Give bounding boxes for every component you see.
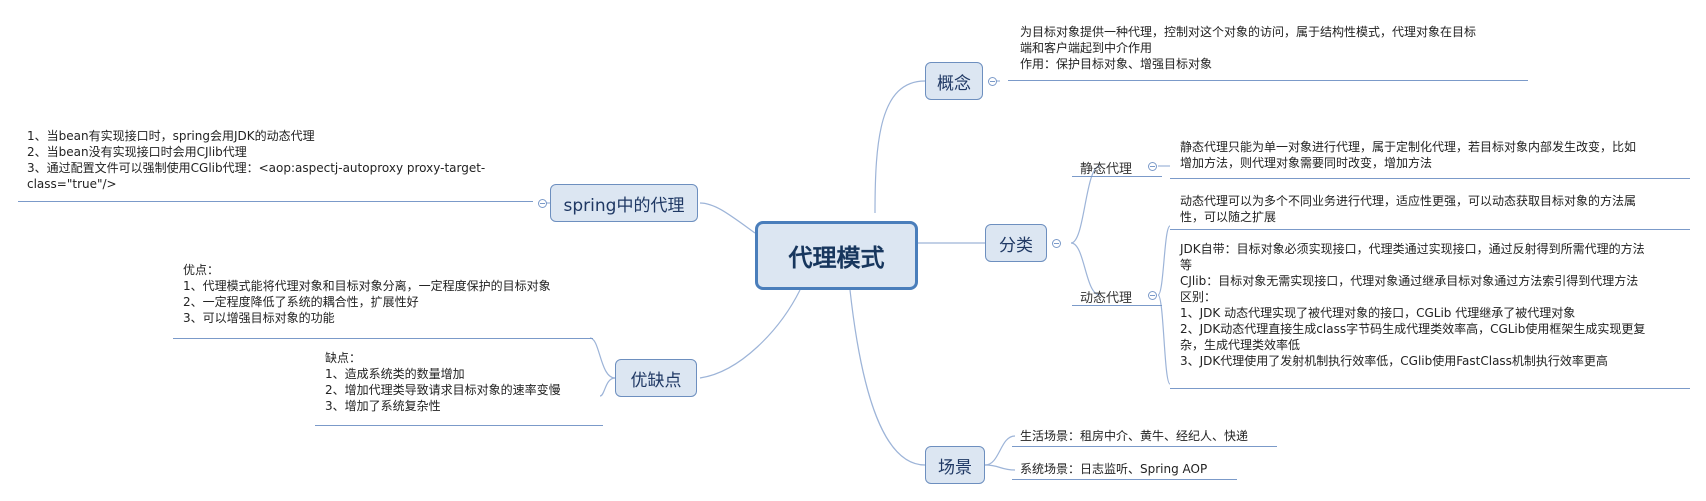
link-proscons-2 bbox=[599, 377, 616, 397]
pros-note-underline bbox=[173, 338, 593, 339]
dynamic-proxy-note-1: 动态代理可以为多个不同业务进行代理，适应性更强，可以动态获取目标对象的方法属 性… bbox=[1180, 194, 1637, 224]
static-proxy-underline bbox=[1072, 176, 1162, 177]
pros-note: 优点： 1、代理模式能将代理对象和目标对象分离，一定程度保护的目标对象 2、一定… bbox=[183, 263, 551, 325]
dynamic-proxy-note-2: JDK自带：目标对象必须实现接口，代理类通过实现接口，通过反射得到所需代理的方法… bbox=[1180, 242, 1646, 368]
scenario-note1-underline bbox=[1012, 446, 1277, 447]
link-scenario-1 bbox=[984, 435, 1016, 466]
spring-note-underline bbox=[18, 201, 533, 202]
branch-spring-label: spring中的代理 bbox=[563, 195, 685, 216]
link-dynamic-note1 bbox=[1157, 225, 1171, 296]
static-proxy-note: 静态代理只能为单一对象进行代理，属于定制化代理，若目标对象内部发生改变，比如 增… bbox=[1180, 140, 1637, 170]
cons-note: 缺点： 1、造成系统类的数量增加 2、增加代理类导致请求目标对象的速率变慢 3、… bbox=[325, 351, 561, 413]
link-root-concept bbox=[874, 80, 926, 214]
dynamic-proxy-underline bbox=[1072, 305, 1162, 306]
dynamic-proxy-label[interactable]: 动态代理 bbox=[1080, 291, 1133, 306]
cons-note-underline bbox=[315, 425, 603, 426]
dynamic-note1-underline bbox=[1170, 229, 1690, 230]
branch-scenario[interactable]: 场景 bbox=[925, 446, 985, 484]
concept-underline bbox=[1008, 80, 1528, 81]
link-dynamic-note2 bbox=[1157, 294, 1171, 385]
link-root-spring bbox=[699, 202, 756, 234]
branch-classification-label: 分类 bbox=[999, 235, 1033, 256]
branch-concept[interactable]: 概念 bbox=[925, 62, 983, 100]
branch-pros-cons[interactable]: 优缺点 bbox=[615, 359, 697, 397]
branch-concept-label: 概念 bbox=[937, 73, 971, 94]
collapse-spring-icon[interactable] bbox=[538, 199, 547, 208]
collapse-classification-icon[interactable] bbox=[1052, 239, 1061, 248]
static-note-underline bbox=[1170, 178, 1690, 179]
link-scenario-2 bbox=[984, 464, 1016, 471]
link-proscons-1 bbox=[589, 337, 616, 379]
branch-proscons-label: 优缺点 bbox=[630, 370, 682, 391]
branch-spring-proxy[interactable]: spring中的代理 bbox=[550, 184, 698, 222]
scenario-note-2: 系统场景：日志监听、Spring AOP bbox=[1020, 462, 1208, 476]
link-root-scenario bbox=[849, 289, 926, 466]
spring-note: 1、当bean有实现接口时，spring会用JDK的动态代理 2、当bean没有… bbox=[27, 129, 486, 191]
static-proxy-label[interactable]: 静态代理 bbox=[1080, 162, 1133, 177]
root-node[interactable]: 代理模式 bbox=[755, 221, 918, 290]
link-class-static bbox=[1070, 165, 1101, 244]
root-label: 代理模式 bbox=[788, 244, 885, 272]
collapse-static-icon[interactable] bbox=[1148, 162, 1157, 171]
link-root-proscons bbox=[699, 289, 801, 379]
scenario-note-1: 生活场景：租房中介、黄牛、经纪人、快递 bbox=[1020, 429, 1249, 443]
branch-scenario-label: 场景 bbox=[938, 457, 972, 478]
collapse-concept-icon[interactable] bbox=[988, 77, 997, 86]
dynamic-note2-underline bbox=[1170, 388, 1690, 389]
concept-note: 为目标对象提供一种代理，控制对这个对象的访问，属于结构性模式，代理对象在目标 端… bbox=[1020, 25, 1477, 71]
collapse-dynamic-icon[interactable] bbox=[1148, 291, 1157, 300]
branch-classification[interactable]: 分类 bbox=[985, 224, 1047, 262]
scenario-note2-underline bbox=[1012, 479, 1237, 480]
link-class-dynamic bbox=[1070, 242, 1101, 296]
